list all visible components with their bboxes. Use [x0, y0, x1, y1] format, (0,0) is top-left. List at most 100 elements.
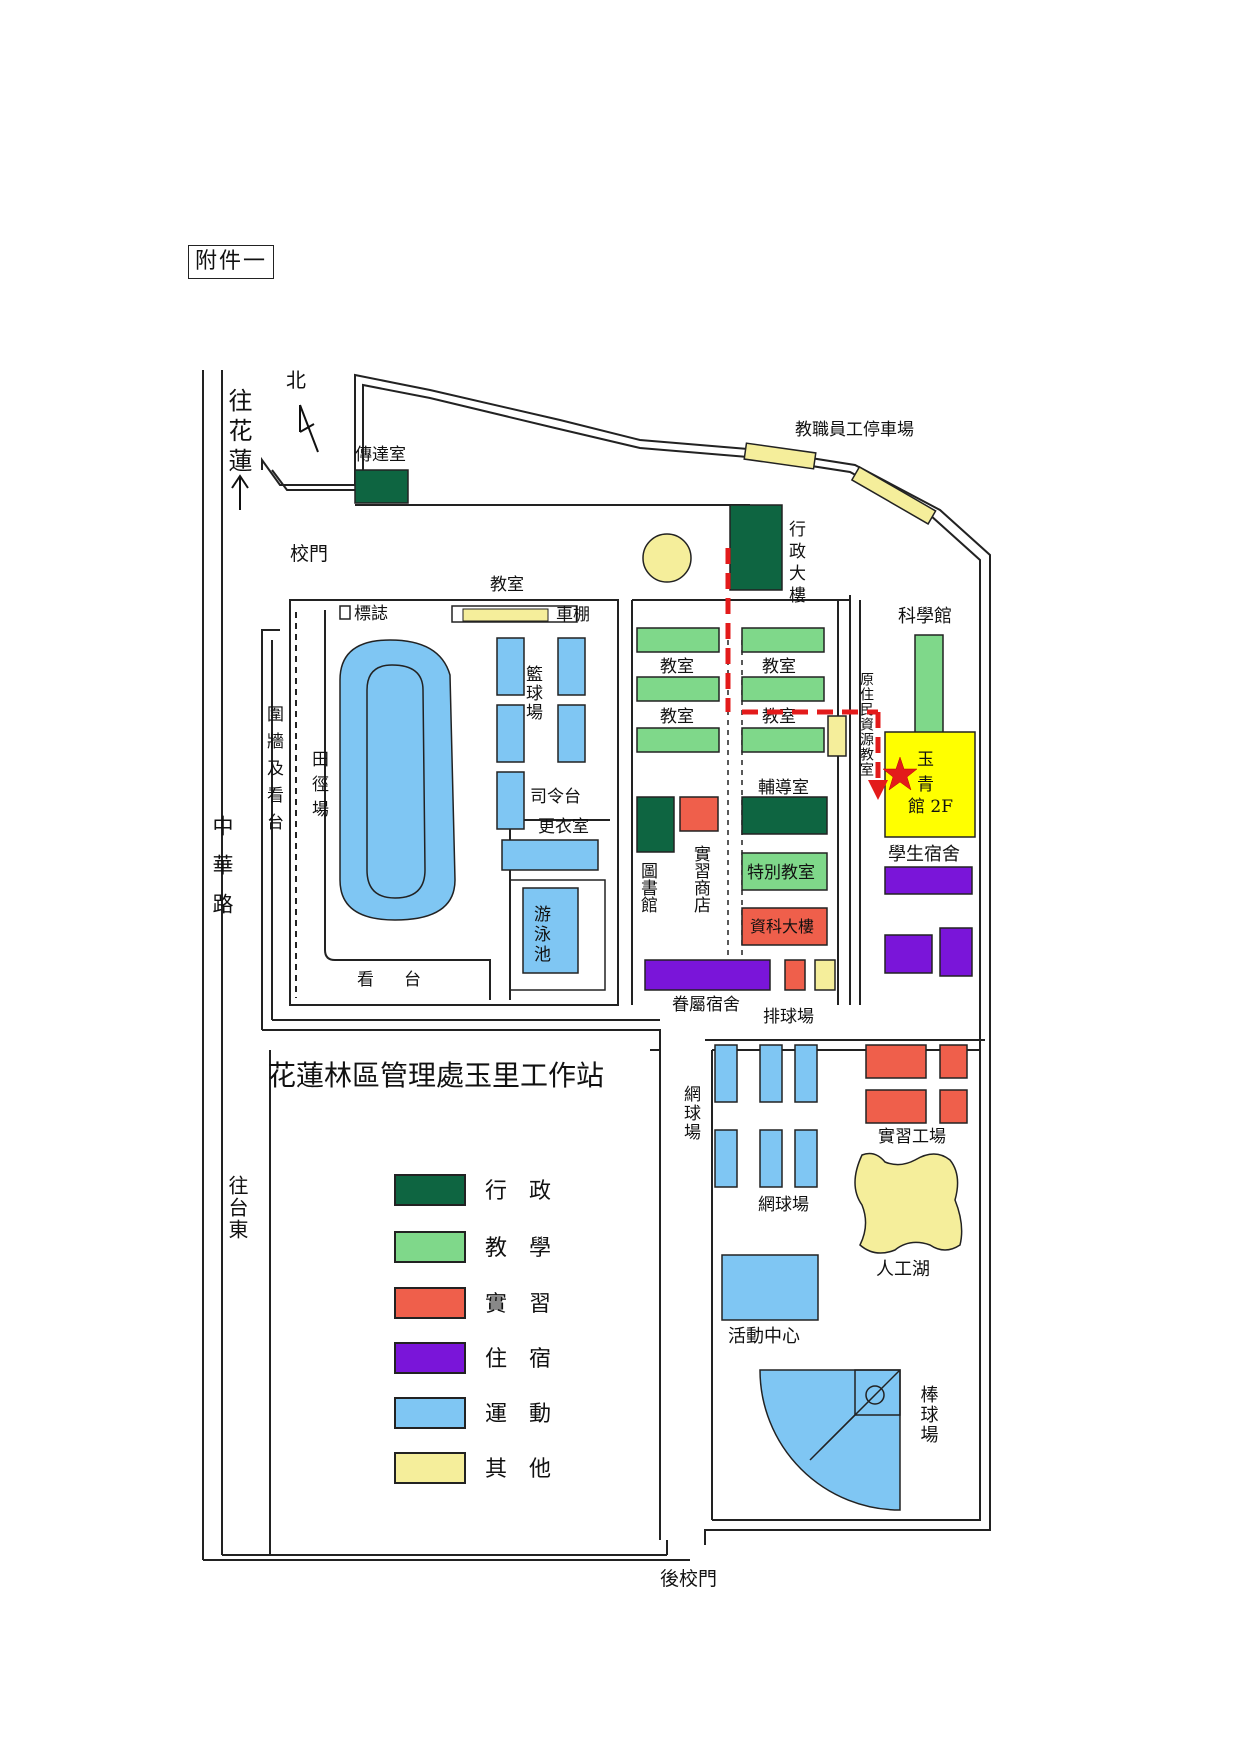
tennis-court-6	[794, 1129, 818, 1188]
buildings: 傳達室 教職員工停車場 校門 行政大樓 科學館 教室 標誌 車棚 田徑場 圍牆及…	[210, 420, 976, 1590]
basketball-court-3	[496, 704, 525, 763]
legend-label-other: 其 他	[485, 1457, 551, 1482]
north-text: 北	[286, 368, 306, 392]
tennis-left-label: 網球場	[680, 1085, 701, 1142]
classroom-3-label: 教室	[762, 657, 796, 677]
student-dorm-label: 學生宿舍	[888, 844, 960, 865]
venue-star-icon	[882, 756, 918, 791]
bike-shed-label: 車棚	[556, 605, 590, 625]
wall-stands-label: 圍牆及看台	[263, 705, 284, 840]
venue-name-label: 玉青	[913, 750, 934, 800]
shop	[679, 796, 719, 832]
activity-center-label: 活動中心	[728, 1326, 800, 1347]
shop-label: 實習商店	[690, 845, 711, 913]
pool	[522, 887, 579, 974]
classroom-1b	[636, 676, 720, 702]
roads-and-walls	[202, 370, 991, 1561]
classroom-1c	[636, 727, 720, 753]
marker-label: 標誌	[354, 604, 388, 624]
tennis-court-1	[714, 1044, 738, 1103]
special-classroom	[741, 852, 828, 891]
basketball-court-2	[557, 637, 586, 696]
indigenous-room-building	[827, 715, 847, 757]
legend: 行 政 教 學 實 習 住 宿 運 動 其 他	[394, 1174, 551, 1484]
baseball-label: 棒球場	[918, 1385, 939, 1445]
classroom-2-label: 教室	[660, 707, 694, 727]
lake-label: 人工湖	[876, 1259, 930, 1280]
student-dorm-3	[939, 927, 973, 977]
pool-label: 游泳池	[530, 905, 551, 965]
legend-label-teaching: 教 學	[485, 1236, 551, 1261]
staff-parking-label: 教職員工停車場	[795, 420, 914, 440]
bike-shed	[462, 608, 549, 622]
to-hualien-label: 往花蓮	[224, 388, 252, 510]
classroom-2b	[741, 676, 825, 702]
gate-house-label: 傳達室	[355, 445, 406, 465]
library	[636, 796, 675, 853]
science-hall	[914, 634, 944, 736]
legend-swatch-practice	[394, 1287, 466, 1319]
basketball-court-1	[496, 637, 525, 696]
legend-swatch-admin	[394, 1174, 466, 1206]
marker-box	[339, 605, 351, 620]
science-hall-label: 科學館	[898, 606, 952, 627]
special-room-label: 特別教室	[747, 863, 815, 883]
legend-swatch-teaching	[394, 1231, 466, 1263]
workshop-1	[865, 1044, 927, 1079]
attachment-label: 附件一	[188, 245, 274, 279]
student-dorm-1	[884, 866, 973, 895]
workshop-4	[939, 1089, 968, 1124]
forestry-station-label: 花蓮林區管理處玉里工作站	[268, 1059, 604, 1092]
library-label: 圖書館	[637, 862, 658, 913]
podium	[496, 771, 525, 830]
classroom-2c	[741, 727, 825, 753]
legend-label-admin: 行 政	[485, 1179, 551, 1204]
to-hualien-text: 往花蓮	[224, 388, 252, 478]
staff-parking	[743, 442, 817, 470]
bike-shed-box	[451, 605, 578, 623]
back-gate-label: 後校門	[660, 1568, 717, 1590]
track-field-infield	[366, 664, 426, 899]
practice-small-1	[784, 959, 806, 991]
tennis-court-5	[759, 1129, 783, 1188]
tennis-court-4	[714, 1129, 738, 1188]
workshop-3	[865, 1089, 927, 1124]
podium-label: 司令台	[530, 787, 581, 807]
tennis-court-2	[759, 1044, 783, 1103]
legend-swatch-sports	[394, 1397, 466, 1429]
route-arrow-icon	[868, 780, 888, 800]
family-dorm-label: 眷屬宿舍	[672, 995, 740, 1015]
north-arrow: 北	[286, 368, 319, 453]
activity-center	[721, 1254, 819, 1321]
locker-room	[501, 839, 599, 871]
admin-building-label: 行政大樓	[785, 520, 806, 608]
student-dorm-2	[884, 934, 933, 974]
classroom-top-label: 教室	[490, 575, 524, 595]
classroom-1-label: 教室	[660, 657, 694, 677]
basketball-court-4	[557, 704, 586, 763]
staff-parking-2	[850, 465, 937, 525]
workshop-label: 實習工場	[878, 1127, 946, 1147]
track-field-label: 田徑場	[308, 750, 329, 825]
venue-floor-label: 館 2F	[908, 797, 953, 817]
legend-label-sports: 運 動	[485, 1402, 551, 1427]
stands-label: 看台	[357, 970, 451, 990]
venue-yuqing-hall	[884, 731, 976, 838]
classroom-2a	[741, 627, 825, 653]
other-small-1	[814, 959, 836, 991]
it-building	[741, 907, 828, 946]
zhonghua-road-label: 中華路	[210, 815, 234, 932]
baseball-mound-icon	[865, 1385, 885, 1405]
main-gate-label: 校門	[290, 543, 328, 565]
artificial-lake	[854, 1152, 963, 1254]
tennis-court-3	[794, 1044, 818, 1103]
volleyball-label: 排球場	[763, 1007, 814, 1027]
tennis-bottom-label: 網球場	[758, 1195, 809, 1215]
classroom-1a	[636, 627, 720, 653]
to-taitung-label: 往台東	[225, 1175, 249, 1241]
legend-swatch-dorm	[394, 1342, 466, 1374]
counseling-room	[741, 796, 828, 835]
basketball-label: 籃球場	[522, 665, 543, 722]
pool-area	[509, 879, 606, 991]
